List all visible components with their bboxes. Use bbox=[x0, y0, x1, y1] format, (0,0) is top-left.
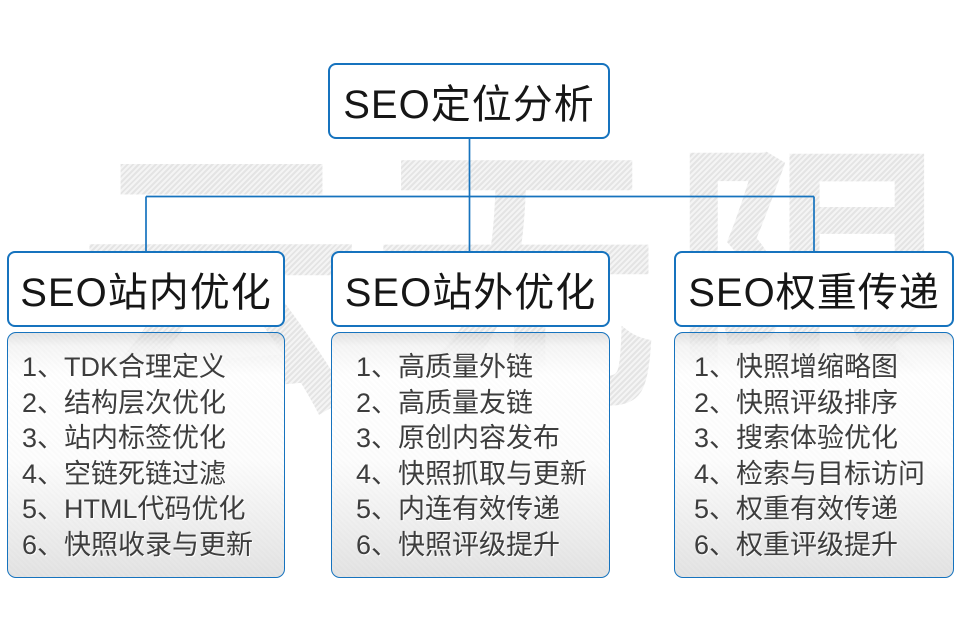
list-item: 3、站内标签优化 bbox=[22, 423, 227, 453]
column-onsite-list-box: 1、TDK合理定义 2、结构层次优化 3、站内标签优化 4、空链死链过滤 5、H… bbox=[7, 332, 285, 578]
list-item: 1、快照增缩略图 bbox=[694, 352, 899, 382]
list-item: 4、检索与目标访问 bbox=[694, 458, 926, 489]
list-item: 4、快照抓取与更新 bbox=[356, 458, 588, 489]
list-item: 2、结构层次优化 bbox=[22, 387, 227, 418]
column-weight-header-box: SEO权重传递 bbox=[674, 251, 954, 327]
list-item: 3、搜索体验优化 bbox=[694, 423, 899, 453]
list-item: 6、权重评级提升 bbox=[694, 529, 899, 560]
list-item: 6、快照收录与更新 bbox=[22, 529, 254, 560]
column-offsite-list-box: 1、高质量外链 2、高质量友链 3、原创内容发布 4、快照抓取与更新 5、内连有… bbox=[331, 332, 610, 578]
list-item: 2、高质量友链 bbox=[356, 387, 534, 418]
column-offsite-header-box: SEO站外优化 bbox=[331, 251, 610, 327]
list-item: 5、HTML代码优化 bbox=[22, 494, 246, 524]
onsite-item-list: 1、TDK合理定义 2、结构层次优化 3、站内标签优化 4、空链死链过滤 5、H… bbox=[8, 333, 284, 563]
column-weight-list-box: 1、快照增缩略图 2、快照评级排序 3、搜索体验优化 4、检索与目标访问 5、权… bbox=[674, 332, 954, 578]
list-item: 2、快照评级排序 bbox=[694, 387, 899, 418]
list-item: 3、原创内容发布 bbox=[356, 423, 561, 453]
list-item: 4、空链死链过滤 bbox=[22, 458, 227, 489]
root-box: SEO定位分析 bbox=[328, 63, 610, 139]
weight-item-list: 1、快照增缩略图 2、快照评级排序 3、搜索体验优化 4、检索与目标访问 5、权… bbox=[675, 333, 953, 563]
column-offsite-title: SEO站外优化 bbox=[344, 271, 597, 315]
list-item: 1、TDK合理定义 bbox=[22, 352, 227, 382]
column-weight-title: SEO权重传递 bbox=[688, 271, 940, 315]
root-title: SEO定位分析 bbox=[343, 83, 595, 127]
list-item: 5、权重有效传递 bbox=[694, 494, 899, 524]
offsite-item-list: 1、高质量外链 2、高质量友链 3、原创内容发布 4、快照抓取与更新 5、内连有… bbox=[332, 333, 609, 563]
list-item: 6、快照评级提升 bbox=[356, 529, 561, 560]
column-onsite-title: SEO站内优化 bbox=[20, 271, 272, 315]
column-onsite-header-box: SEO站内优化 bbox=[7, 251, 285, 327]
list-item: 1、高质量外链 bbox=[356, 352, 534, 382]
list-item: 5、内连有效传递 bbox=[356, 494, 561, 524]
